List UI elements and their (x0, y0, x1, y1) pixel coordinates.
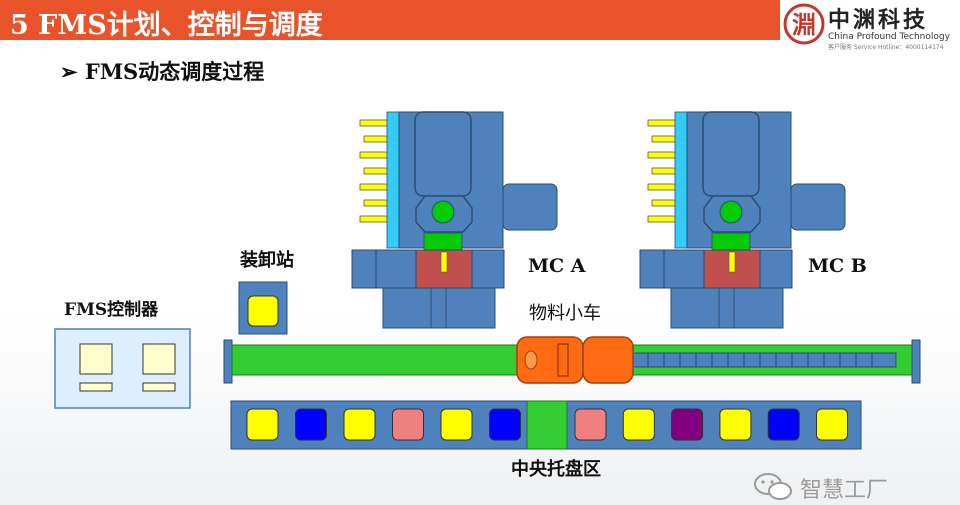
pallet-slot (489, 408, 521, 441)
machine-mc-b (639, 111, 846, 329)
pallet-slot (767, 408, 800, 441)
title-bar: 5 FMS计划、控制与调度 (0, 0, 780, 41)
pallet-slot (622, 408, 655, 441)
logo-name: 中渊科技 (828, 7, 929, 33)
wechat-icon (754, 473, 792, 500)
central-pallet-area (230, 400, 862, 450)
logo-english: China Profound Technology (828, 32, 950, 42)
pallet-slot (343, 408, 376, 441)
controller-label: FMS控制器 (64, 300, 159, 320)
wechat-watermark: 智慧工厂 (752, 470, 957, 503)
company-logo: 淵 中渊科技 China Profound Technology 客户服务 Se… (782, 0, 960, 52)
mc-b-label: MC B (808, 255, 867, 277)
mc-a-label: MC A (528, 255, 586, 277)
loading-station (238, 281, 288, 335)
pallet-slots (246, 408, 848, 441)
logo-hotline: 客户服务 Service Hotline：4000114174 (828, 44, 944, 51)
pallet-area-label: 中央托盘区 (511, 459, 601, 480)
pallet-slot (671, 408, 704, 441)
loading-station-label: 装卸站 (240, 250, 294, 271)
logo-mark-icon: 淵 (783, 3, 825, 45)
tool-magazine (359, 119, 389, 223)
machine-mc-a (351, 111, 558, 329)
pallet-slot (246, 408, 279, 441)
pallet-slot (295, 408, 327, 441)
logo-mark-glyph: 淵 (792, 10, 816, 39)
cart-label: 物料小车 (529, 303, 601, 324)
pallet-slot (392, 408, 424, 441)
tool-magazine (647, 119, 677, 223)
pallet-slot (719, 408, 752, 441)
pallet-slot (440, 408, 473, 441)
pallet-slot (574, 408, 607, 441)
fms-controller (54, 328, 191, 409)
slide-title: 5 FMS计划、控制与调度 (10, 10, 323, 41)
rail-segments (631, 352, 897, 368)
material-cart (516, 336, 634, 384)
watermark-text: 智慧工厂 (800, 478, 889, 503)
section-heading: ➢ FMS动态调度过程 (60, 59, 265, 84)
pallet-slot (816, 408, 848, 441)
